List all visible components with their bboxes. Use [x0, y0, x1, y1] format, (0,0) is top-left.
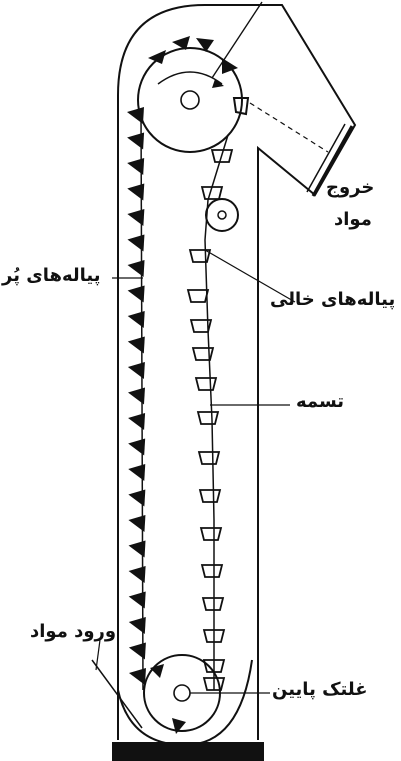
empty-bucket — [210, 149, 234, 163]
tension-pulley — [205, 198, 239, 232]
full-bucket — [127, 107, 144, 124]
empty-bucket — [202, 677, 226, 691]
head-bucket-5 — [232, 97, 250, 116]
tension-pulley-hub — [217, 210, 227, 220]
outlet-label-line1: خروج — [326, 177, 375, 198]
empty-buckets-label: پیاله‌های خالی — [270, 289, 396, 310]
empty-bucket — [196, 411, 220, 425]
empty-bucket — [186, 289, 210, 303]
empty-bucket — [197, 451, 221, 465]
full-bucket — [128, 464, 146, 481]
full-bucket — [127, 260, 145, 277]
empty-bucket — [202, 629, 226, 643]
elevator-base — [112, 742, 264, 761]
rotation-arrowhead — [212, 79, 224, 88]
boot-bucket-2 — [172, 718, 186, 734]
discharge-flow-line — [249, 102, 329, 153]
full-bucket — [128, 566, 146, 583]
full-bucket — [128, 413, 146, 430]
full-bucket — [128, 489, 146, 507]
full-bucket — [127, 362, 145, 379]
full-buckets-group — [127, 107, 146, 685]
empty-bucket — [188, 249, 212, 263]
full-bucket — [128, 591, 146, 609]
discharge-plate-inner — [306, 123, 346, 193]
full-buckets-label: پیاله‌های پُر — [2, 265, 101, 286]
full-bucket — [128, 642, 146, 660]
empty-bucket — [194, 377, 218, 391]
head-pulley-leader — [211, 1, 263, 79]
head-bucket-4 — [222, 58, 238, 74]
head-pulley-hub — [180, 90, 200, 110]
full-bucket — [127, 183, 145, 201]
full-bucket — [127, 158, 145, 175]
head-bucket-3 — [196, 38, 214, 52]
bottom-pulley-label: غلتک پایین — [272, 679, 368, 700]
inlet-leader — [95, 639, 101, 671]
full-bucket — [128, 515, 146, 532]
inlet-label: ورود مواد — [30, 621, 117, 642]
full-bucket — [127, 285, 145, 303]
bottom-pulley-hub — [173, 684, 191, 702]
full-bucket — [127, 209, 145, 226]
full-bucket — [127, 311, 145, 328]
head-bucket-2 — [172, 36, 190, 50]
full-bucket — [127, 336, 145, 354]
full-bucket — [128, 668, 146, 685]
outlet-label-line2: مواد — [334, 209, 372, 230]
empty-bucket — [202, 659, 226, 673]
empty-buckets-group — [186, 149, 234, 691]
belt-label: تسمه — [296, 391, 345, 412]
empty-bucket — [200, 186, 224, 200]
empty-bucket — [200, 564, 224, 578]
empty-bucket — [191, 347, 215, 361]
inlet-chute — [91, 659, 143, 729]
head-pulley — [137, 47, 243, 153]
full-bucket — [127, 234, 145, 252]
full-bucket — [128, 438, 146, 456]
discharge-plate — [311, 125, 354, 197]
full-bucket — [128, 540, 146, 558]
empty-bucket — [198, 489, 222, 503]
head-bucket-1 — [148, 50, 166, 64]
empty-bucket — [199, 527, 223, 541]
elevator-casing — [117, 4, 357, 740]
empty-bucket — [189, 319, 213, 333]
empty-buckets-leader — [204, 249, 296, 303]
full-bucket — [127, 132, 145, 150]
full-bucket — [127, 387, 145, 405]
full-bucket — [128, 617, 146, 634]
boot-bucket-1 — [150, 664, 164, 678]
empty-bucket — [201, 597, 225, 611]
